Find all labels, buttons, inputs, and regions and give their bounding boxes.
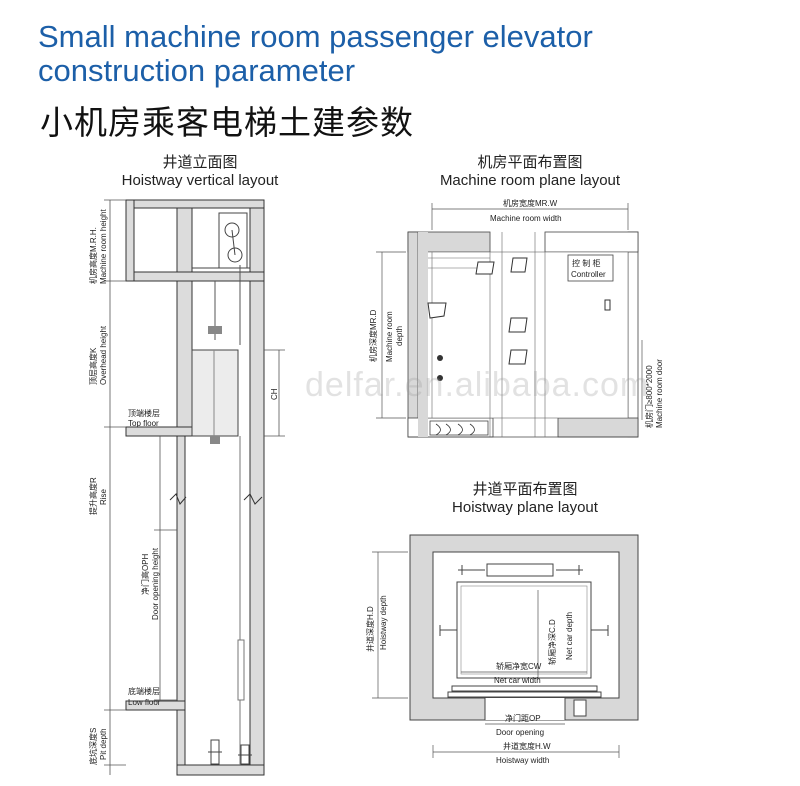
hoistway-plane-drawing: 轿厢净深C.D Net car depth 轿厢净宽CW Net car wid… bbox=[365, 534, 639, 765]
label-hd-cn: 井道深度H.D bbox=[365, 606, 375, 652]
label-mrh-en: Machine room height bbox=[99, 209, 108, 284]
label-op-en: Door opening bbox=[496, 728, 544, 737]
hoistway-vertical-title: 井道立面图 Hoistway vertical layout bbox=[100, 154, 300, 190]
label-oph-en: Door opening height bbox=[151, 547, 160, 620]
controller-cabinet bbox=[567, 254, 614, 282]
label-cd-en: Net car depth bbox=[565, 612, 574, 660]
hoistway-plane-walls bbox=[409, 534, 639, 721]
top-floor-slab bbox=[125, 426, 193, 437]
controller-label-en: Controller bbox=[571, 270, 606, 279]
hoistway-vertical-title-cn: 井道立面图 bbox=[162, 154, 238, 171]
machine-room-slab-top bbox=[125, 199, 265, 209]
machine-room-floor-slab bbox=[125, 271, 265, 282]
hoistway-vertical-title-en: Hoistway vertical layout bbox=[121, 172, 279, 189]
elevator-car bbox=[191, 349, 239, 437]
machine-room-title-en: Machine room plane layout bbox=[439, 172, 621, 189]
low-floor-slab bbox=[125, 700, 186, 711]
label-hw-en: Hoistway width bbox=[496, 756, 549, 765]
hoistway-plane-title-en: Hoistway plane layout bbox=[452, 499, 598, 516]
machine-room-drawing: 控 制 柜 Controller 机房宽度MR.W Machine room w… bbox=[368, 198, 664, 438]
title-line-2: construction parameter bbox=[38, 53, 356, 88]
machine-room-title: 机房平面布置图 Machine room plane layout bbox=[410, 154, 650, 190]
label-cd-cn: 轿厢净深C.D bbox=[547, 619, 557, 665]
label-k-en: Overhead height bbox=[99, 325, 108, 385]
mr-wall-left bbox=[407, 231, 419, 438]
label-door-en: Machine room door bbox=[655, 359, 664, 428]
label-ch: CH bbox=[270, 388, 279, 400]
label-pit-en: Pit depth bbox=[99, 728, 108, 760]
title-chinese: 小机房乘客电梯土建参数 bbox=[40, 103, 414, 142]
hoistway-plane-title: 井道平面布置图 Hoistway plane layout bbox=[405, 481, 645, 517]
label-mrd-cn: 机房深度MR.D bbox=[368, 309, 378, 362]
label-hw-cn: 井道宽度H.W bbox=[503, 741, 551, 751]
label-pit-cn: 底坑深度S bbox=[88, 728, 98, 765]
label-k-cn: 顶层高度K bbox=[88, 347, 98, 385]
label-cw-cn: 轿厢净宽CW bbox=[496, 661, 542, 671]
car-sill bbox=[451, 685, 598, 692]
label-mrw-en: Machine room width bbox=[490, 214, 562, 223]
label-op-cn: 净门距OP bbox=[505, 713, 541, 723]
mr-door bbox=[429, 420, 489, 436]
hoistway-plane-title-cn: 井道平面布置图 bbox=[472, 481, 578, 498]
counterweight bbox=[486, 563, 554, 577]
label-rise-en: Rise bbox=[99, 488, 108, 505]
mr-wall-top-right bbox=[544, 231, 639, 253]
label-door-cn: 机房门≥800*2000 bbox=[644, 365, 654, 428]
break-mark-right bbox=[243, 493, 263, 505]
left-lower-wall bbox=[176, 435, 186, 776]
label-mrd-en-1: Machine room bbox=[385, 311, 394, 362]
landing-sill bbox=[447, 691, 602, 698]
label-mrh-cn: 机房高度M.R.H. bbox=[88, 227, 98, 284]
label-rise-cn: 提升高度R bbox=[88, 477, 98, 515]
label-mrw-cn: 机房宽度MR.W bbox=[503, 198, 558, 208]
title-english: Small machine room passenger elevator co… bbox=[38, 20, 593, 88]
car bbox=[456, 581, 592, 679]
controller-label-cn: 控 制 柜 bbox=[572, 258, 600, 268]
title-line-1: Small machine room passenger elevator bbox=[38, 19, 593, 54]
label-cw-en: Net car width bbox=[494, 676, 541, 685]
break-mark-left bbox=[169, 493, 187, 505]
pit-floor bbox=[176, 764, 265, 776]
mr-wall-right bbox=[627, 231, 639, 438]
mr-wall-bottom-right bbox=[557, 417, 639, 438]
label-top-floor-cn: 顶端楼层 bbox=[128, 408, 160, 418]
watermark: delfar.en.alibaba.com bbox=[305, 366, 650, 404]
hoistway-vertical-drawing: 机房高度M.R.H. Machine room height 顶层高度K Ove… bbox=[88, 199, 285, 776]
label-mrd-en-2: depth bbox=[395, 326, 404, 346]
machine-room-left-wall bbox=[125, 199, 135, 282]
label-oph-cn: 净门高OPH bbox=[140, 553, 150, 595]
counterweight-top bbox=[208, 326, 222, 334]
label-hd-en: Hoistway depth bbox=[379, 595, 388, 650]
label-low-floor-cn: 底端楼层 bbox=[128, 686, 160, 696]
label-top-floor-en: Top floor bbox=[128, 419, 159, 428]
hoistway-left-wall bbox=[176, 199, 193, 429]
machine-room-title-cn: 机房平面布置图 bbox=[477, 154, 583, 171]
label-low-floor-en: Low floor bbox=[128, 698, 161, 707]
hoistway-right-wall bbox=[249, 199, 265, 776]
